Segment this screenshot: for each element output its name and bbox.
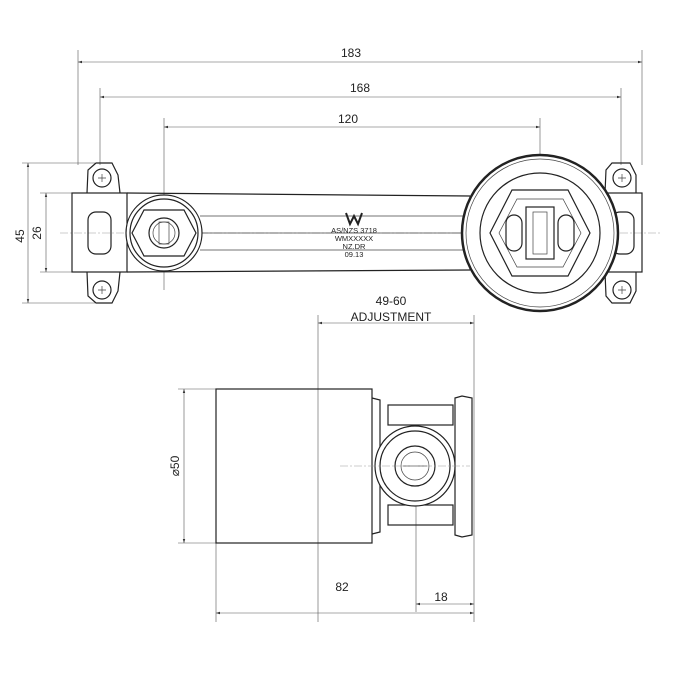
dim-body-height-label: 26 <box>30 226 44 240</box>
outlet-fitting <box>125 194 203 272</box>
mounting-ear <box>86 162 637 304</box>
marking-line: NZ.DR <box>343 242 366 251</box>
dim-overall-label: 183 <box>341 46 361 60</box>
dimension-82: 82 <box>215 543 474 622</box>
certification-marking: AS/NZS 3718 WMXXXXX NZ.DR 09.13 <box>331 212 377 259</box>
dimension-26: 26 <box>30 192 72 273</box>
dimension-diameter: ⌀50 <box>168 388 216 544</box>
screw-icon <box>92 168 632 300</box>
valve-body-side-view <box>215 388 473 544</box>
dimension-168: 168 <box>99 81 622 165</box>
cartridge-housing <box>460 153 620 313</box>
marking-line: 09.13 <box>345 250 364 259</box>
adjust-label: ADJUSTMENT <box>351 310 432 324</box>
valve-body-top-view: AS/NZS 3718 WMXXXXX NZ.DR 09.13 <box>60 153 660 313</box>
dimension-183: 183 <box>77 46 643 165</box>
diameter-label: ⌀50 <box>168 455 182 476</box>
dim-height-label: 45 <box>13 229 27 243</box>
dimension-adjustment: 49-60 ADJUSTMENT <box>317 294 475 622</box>
marking-line: AS/NZS 3718 <box>331 226 377 235</box>
dim-centers-label: 120 <box>338 112 358 126</box>
adjust-value-label: 49-60 <box>376 294 407 308</box>
depth-label: 82 <box>335 580 349 594</box>
dim-mounting-label: 168 <box>350 81 370 95</box>
marking-line: WMXXXXX <box>335 234 373 243</box>
dimension-45: 45 <box>13 162 95 304</box>
outlet-label: 18 <box>434 590 448 604</box>
